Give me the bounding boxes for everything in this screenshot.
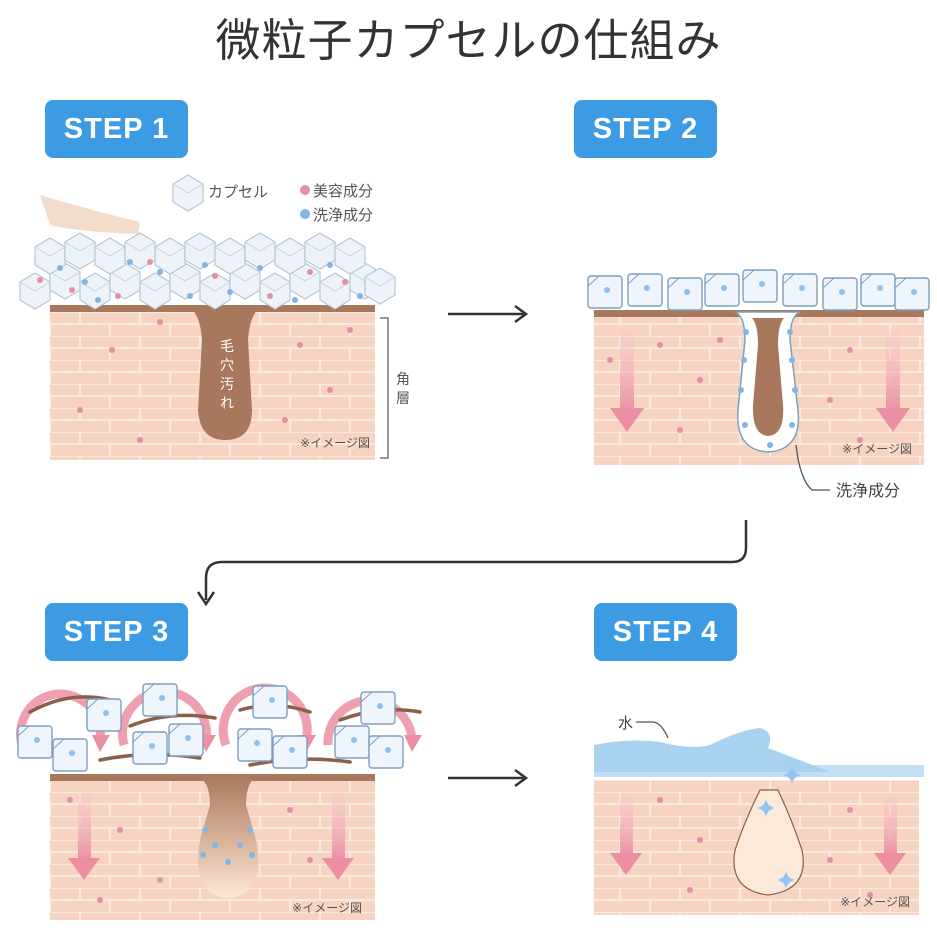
step-2-illustration	[587, 269, 930, 491]
step-1-illustration	[19, 174, 396, 460]
legend-capsule-label: カプセル	[208, 183, 268, 201]
cleansing-component-label: 洗浄成分	[836, 481, 900, 500]
step-4-illustration	[594, 721, 924, 915]
step-1-badge: STEP 1	[45, 100, 188, 158]
pore-dirt-char-3: 汚	[220, 377, 234, 393]
step-2-badge: STEP 2	[574, 100, 717, 158]
arrow-step1-to-step2	[448, 304, 529, 324]
arrow-step3-to-step4	[448, 768, 529, 788]
step-3-image-note: ※イメージ図	[292, 901, 362, 915]
stratum-char-2: 層	[396, 391, 410, 407]
legend-beauty-label: 美容成分	[313, 182, 373, 200]
legend-cleansing-label: 洗浄成分	[313, 206, 373, 224]
step-4-badge: STEP 4	[594, 603, 737, 661]
stratum-char-1: 角	[396, 372, 410, 388]
step-2-image-note: ※イメージ図	[842, 442, 912, 456]
pore-dirt-char-2: 穴	[220, 358, 234, 374]
step-1-image-note: ※イメージ図	[300, 436, 370, 450]
pore-dirt-char-4: れ	[220, 396, 234, 412]
step-4-image-note: ※イメージ図	[840, 895, 910, 909]
water-label: 水	[618, 714, 633, 732]
step-3-illustration	[15, 683, 422, 920]
pore-dirt-char-1: 毛	[220, 339, 234, 355]
arrow-step2-to-step3	[196, 520, 748, 607]
page-title: 微粒子カプセルの仕組み	[215, 14, 722, 67]
step-3-badge: STEP 3	[45, 603, 188, 661]
